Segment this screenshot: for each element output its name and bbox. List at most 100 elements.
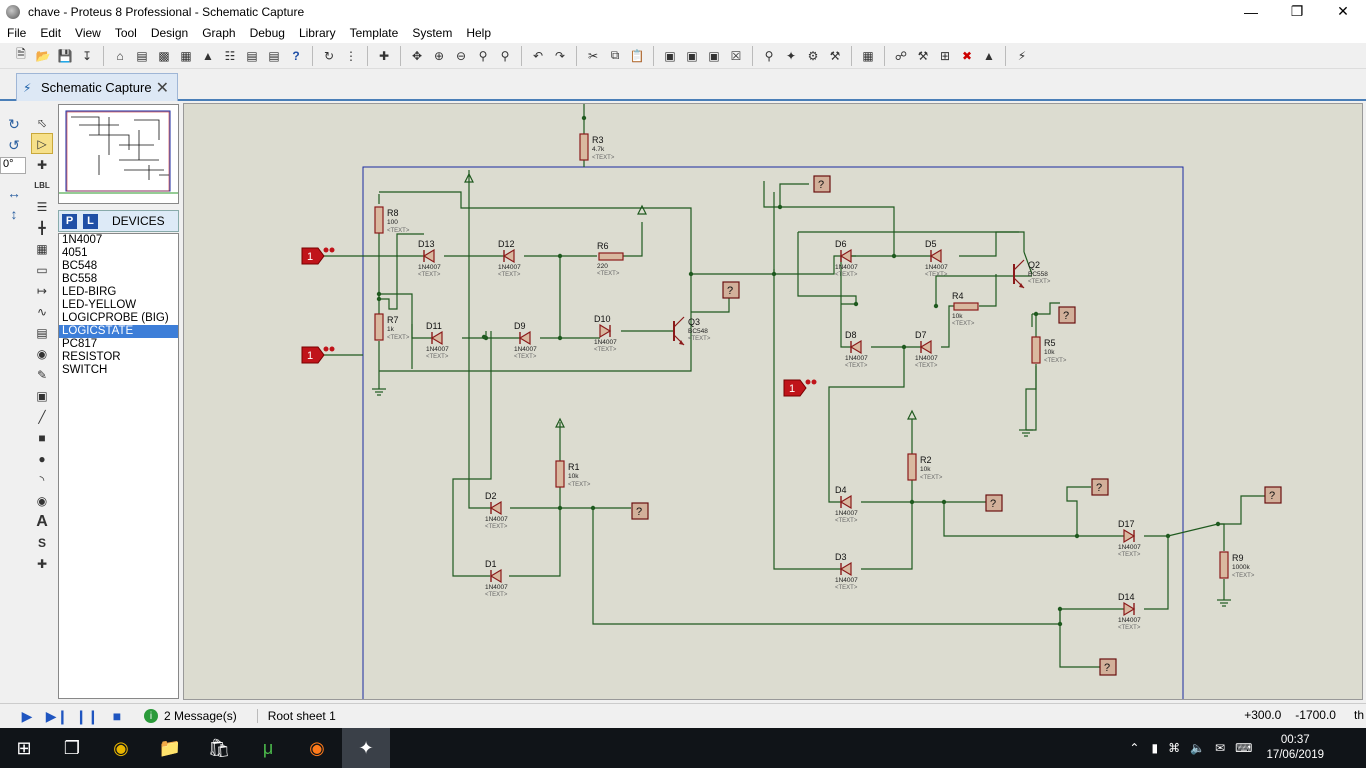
symbol-icon[interactable]: S [37,535,46,550]
close-tab-icon[interactable]: ✕ [155,80,169,97]
zoom-out-icon[interactable]: ⊖ [455,48,467,63]
rotate-clockwise-icon[interactable]: ↻ [8,116,20,132]
search-tag-icon[interactable]: ☍ [894,48,908,63]
pan-icon[interactable]: ✥ [411,48,423,63]
close-button[interactable]: ✕ [1337,3,1349,19]
step-icon[interactable]: ▶❙ [45,707,69,724]
ground-terminal[interactable] [1019,429,1033,437]
undo-icon[interactable]: ↶ [532,48,544,63]
logicprobe[interactable]: ? [813,175,831,193]
library-manager-button[interactable]: L [83,213,98,229]
zoom-area-icon[interactable]: ⚲ [500,48,510,63]
list-item[interactable]: 1N4007 [62,234,103,246]
circle-icon[interactable]: ● [38,451,46,466]
bus-icon[interactable]: ╋ [38,220,46,235]
home-icon[interactable]: ⌂ [116,48,124,63]
tray-chevron-icon[interactable]: ⌃ [1129,741,1140,755]
proteus-taskbar-icon[interactable]: ✦ [342,728,390,768]
logicprobe[interactable]: ? [631,502,649,520]
block-move-icon[interactable]: ▣ [686,48,698,63]
rotation-angle-field[interactable]: 0° [0,157,26,174]
save-icon[interactable]: 💾 [57,48,73,63]
menu-file[interactable]: File [7,26,27,40]
list-item[interactable]: RESISTOR [62,351,121,363]
block-delete-icon[interactable]: ☒ [730,48,742,63]
rotate-anticlockwise-icon[interactable]: ↺ [8,137,20,153]
pick-device-icon[interactable]: ⚲ [764,48,774,63]
list-item[interactable]: BC558 [62,273,98,285]
pcb-icon[interactable]: ▩ [158,48,170,63]
menu-template[interactable]: Template [349,26,399,40]
schematic-icon[interactable]: ▤ [136,48,148,63]
power-terminal[interactable] [637,204,647,215]
make-device-icon[interactable]: ✦ [785,48,797,63]
list-item[interactable]: BC548 [62,260,98,272]
logicprobe[interactable]: ? [985,494,1003,512]
chrome-icon[interactable]: ◉ [113,737,129,758]
text-icon[interactable]: A [36,512,48,530]
virtual-instruments-icon[interactable]: ▣ [36,388,48,403]
list-item[interactable]: LED-YELLOW [62,299,137,311]
generator-icon[interactable]: ◉ [36,346,48,361]
box-icon[interactable]: ■ [38,430,46,445]
new-sheet-icon[interactable]: ⊞ [939,48,951,63]
help-icon[interactable]: ? [292,48,300,63]
menu-help[interactable]: Help [466,26,492,40]
pause-icon[interactable]: ❙❙ [75,707,99,724]
redo-icon[interactable]: ↷ [554,48,566,63]
logicstate-source[interactable]: 1 [301,346,335,364]
task-view-icon[interactable]: ❐ [63,737,81,758]
file-explorer-icon[interactable]: 📁 [158,737,182,758]
3d-icon[interactable]: ▲ [202,48,214,63]
menu-design[interactable]: Design [150,26,189,40]
terminals-icon[interactable]: ▭ [36,262,48,277]
menu-library[interactable]: Library [298,26,336,40]
decompose-icon[interactable]: ⚒ [829,48,841,63]
wifi-icon[interactable]: ⌘ [1168,741,1181,755]
subcircuit-icon[interactable]: ▦ [36,241,48,256]
graph-icon[interactable]: ∿ [36,304,48,319]
path-icon[interactable]: ◉ [36,493,48,508]
import-icon[interactable]: ↧ [81,48,93,63]
menu-tool[interactable]: Tool [114,26,137,40]
menu-debug[interactable]: Debug [249,26,285,40]
gerber-icon[interactable]: ▦ [180,48,192,63]
goto-sheet-icon[interactable]: ▲ [983,48,995,63]
source-icon[interactable]: ▤ [246,48,258,63]
refresh-icon[interactable]: ↻ [323,48,335,63]
play-icon[interactable]: ▶ [21,707,33,724]
schematic-drawing[interactable]: R34.7k<TEXT>R8100<TEXT>R71k<TEXT>R6220<T… [184,104,1363,700]
zoom-all-icon[interactable]: ⚲ [478,48,488,63]
notification-icon[interactable]: ✉ [1215,741,1226,755]
selection-mode-icon[interactable]: ⬁ [36,115,48,130]
logicstate-source[interactable]: 1 [301,247,335,265]
menu-system[interactable]: System [412,26,453,40]
copy-icon[interactable]: ⧉ [610,48,620,62]
bom-icon[interactable]: ☷ [224,48,236,63]
keyboard-icon[interactable]: ⌨ [1235,741,1253,755]
mirror-horizontal-icon[interactable]: ↔ [7,184,21,201]
menu-edit[interactable]: Edit [40,26,62,40]
minimize-button[interactable]: — [1244,3,1258,20]
list-item-selected[interactable]: LOGICSTATE [59,325,178,338]
tape-recorder-icon[interactable]: ▤ [36,325,48,340]
logicprobe[interactable]: ? [722,281,740,299]
origin-icon[interactable]: ✚ [378,48,390,63]
pick-devices-button[interactable]: P [62,213,77,229]
paste-icon[interactable]: 📋 [629,48,645,63]
wire-autorouter-icon[interactable]: ▦ [862,48,874,63]
resistor-r3[interactable]: R34.7k<TEXT> [579,133,615,161]
